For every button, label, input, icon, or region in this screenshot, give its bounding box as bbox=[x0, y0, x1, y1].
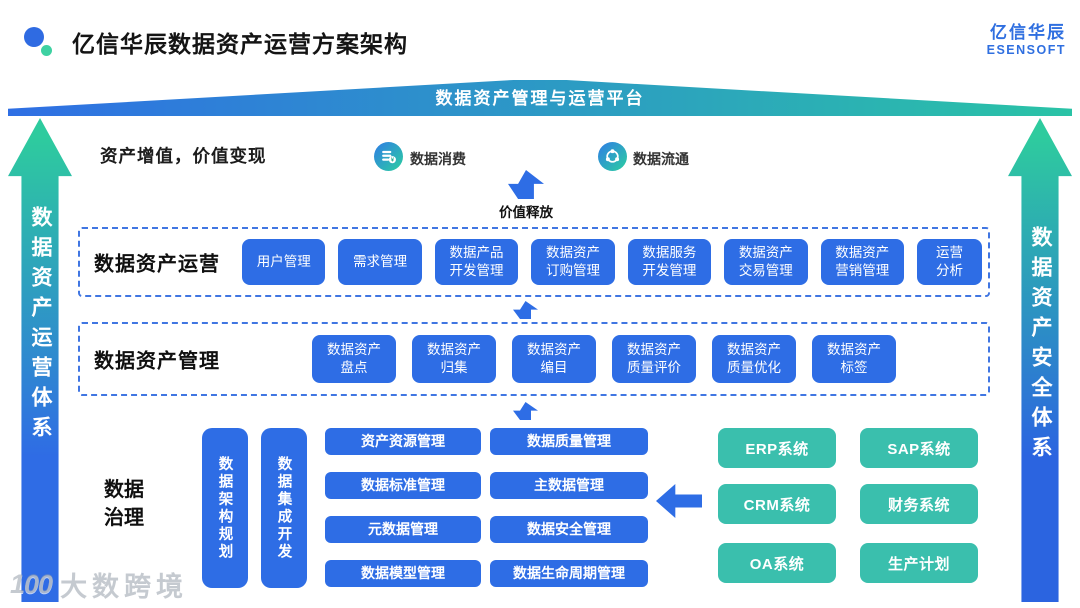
operations-button-row: 用户管理 需求管理 数据产品 开发管理 数据资产 订购管理 数据服务 开发管理 … bbox=[242, 239, 983, 285]
left-pillar-label: 数据资产运营体系 bbox=[29, 206, 52, 446]
logo-dot-teal-icon bbox=[41, 45, 52, 56]
svg-text:¥: ¥ bbox=[391, 158, 395, 164]
source-system: OA系统 bbox=[718, 543, 836, 583]
platform-banner-label: 数据资产管理与运营平台 bbox=[435, 89, 645, 108]
left-pillar-arrow: 数据资产运营体系 bbox=[8, 118, 72, 602]
governance-vertical-label: 数据集成开发 bbox=[275, 455, 292, 561]
operations-item: 需求管理 bbox=[338, 239, 422, 285]
brand-logo: 亿信华辰 ESENSOFT bbox=[987, 23, 1066, 57]
management-item: 数据资产 编目 bbox=[512, 335, 596, 383]
governance-title: 数据 治理 bbox=[104, 479, 144, 529]
platform-banner: 数据资产管理与运营平台 bbox=[8, 80, 1072, 116]
brand-subtitle: ESENSOFT bbox=[986, 42, 1066, 57]
source-system: ERP系统 bbox=[718, 428, 836, 468]
governance-item: 数据模型管理 bbox=[325, 560, 481, 587]
value-release-label: 价值释放 bbox=[499, 205, 553, 220]
watermark-logo: 100 bbox=[10, 569, 53, 599]
right-pillar-arrow: 数据资产安全体系 bbox=[1008, 118, 1072, 602]
source-system: SAP系统 bbox=[860, 428, 978, 468]
management-item: 数据资产 盘点 bbox=[312, 335, 396, 383]
data-flow-label: 数据流通 bbox=[633, 151, 689, 167]
up-arrow-icon bbox=[513, 402, 538, 420]
operations-item: 数据资产 营销管理 bbox=[820, 239, 904, 285]
data-consume-icon: ¥ bbox=[374, 142, 403, 171]
systems-feed-arrow-icon bbox=[656, 484, 702, 518]
value-caption: 资产增值，价值变现 bbox=[100, 146, 267, 166]
operations-item: 用户管理 bbox=[242, 239, 326, 285]
operations-section: 数据资产运营 用户管理 需求管理 数据产品 开发管理 数据资产 订购管理 数据服… bbox=[78, 227, 990, 297]
management-title: 数据资产管理 bbox=[94, 350, 220, 373]
source-systems-grid: ERP系统 SAP系统 CRM系统 财务系统 OA系统 生产计划 bbox=[718, 428, 978, 583]
source-system: 财务系统 bbox=[860, 484, 978, 524]
watermark-text: 大数跨境 bbox=[60, 572, 189, 602]
governance-column-2: 数据质量管理 主数据管理 数据安全管理 数据生命周期管理 bbox=[490, 428, 648, 587]
value-release-arrow-icon bbox=[508, 170, 544, 199]
data-flow-icon bbox=[598, 142, 627, 171]
governance-vertical-item: 数据架构规划 bbox=[202, 428, 248, 588]
governance-item: 主数据管理 bbox=[490, 472, 648, 499]
management-item: 数据资产 归集 bbox=[412, 335, 496, 383]
page-title: 亿信华辰数据资产运营方案架构 bbox=[72, 31, 408, 57]
governance-item: 元数据管理 bbox=[325, 516, 481, 543]
brand-name: 亿信华辰 bbox=[990, 23, 1066, 42]
management-item: 数据资产 质量优化 bbox=[712, 335, 796, 383]
governance-vertical-label: 数据架构规划 bbox=[216, 455, 233, 561]
governance-item: 数据生命周期管理 bbox=[490, 560, 648, 587]
operations-item: 数据服务 开发管理 bbox=[627, 239, 712, 285]
source-system: 生产计划 bbox=[860, 543, 978, 583]
governance-item: 数据标准管理 bbox=[325, 472, 481, 499]
management-section: 数据资产管理 数据资产 盘点 数据资产 归集 数据资产 编目 数据资产 质量评价… bbox=[78, 322, 990, 396]
management-item: 数据资产 标签 bbox=[812, 335, 896, 383]
governance-column-1: 资产资源管理 数据标准管理 元数据管理 数据模型管理 bbox=[325, 428, 481, 587]
management-item: 数据资产 质量评价 bbox=[612, 335, 696, 383]
logo-dot-blue-icon bbox=[24, 27, 44, 47]
operations-item: 数据资产 交易管理 bbox=[724, 239, 808, 285]
right-pillar-label: 数据资产安全体系 bbox=[1029, 226, 1052, 466]
operations-item: 数据产品 开发管理 bbox=[434, 239, 519, 285]
governance-vertical-item: 数据集成开发 bbox=[261, 428, 307, 588]
data-consume-label: 数据消费 bbox=[410, 151, 466, 167]
governance-item: 数据质量管理 bbox=[490, 428, 648, 455]
operations-item: 数据资产 订购管理 bbox=[531, 239, 615, 285]
operations-title: 数据资产运营 bbox=[94, 253, 220, 276]
management-button-row: 数据资产 盘点 数据资产 归集 数据资产 编目 数据资产 质量评价 数据资产 质… bbox=[312, 335, 896, 383]
governance-item: 数据安全管理 bbox=[490, 516, 648, 543]
operations-item: 运营 分析 bbox=[916, 239, 983, 285]
watermark: 100 大数跨境 bbox=[10, 565, 188, 604]
up-arrow-icon bbox=[513, 301, 538, 319]
source-system: CRM系统 bbox=[718, 484, 836, 524]
governance-item: 资产资源管理 bbox=[325, 428, 481, 455]
